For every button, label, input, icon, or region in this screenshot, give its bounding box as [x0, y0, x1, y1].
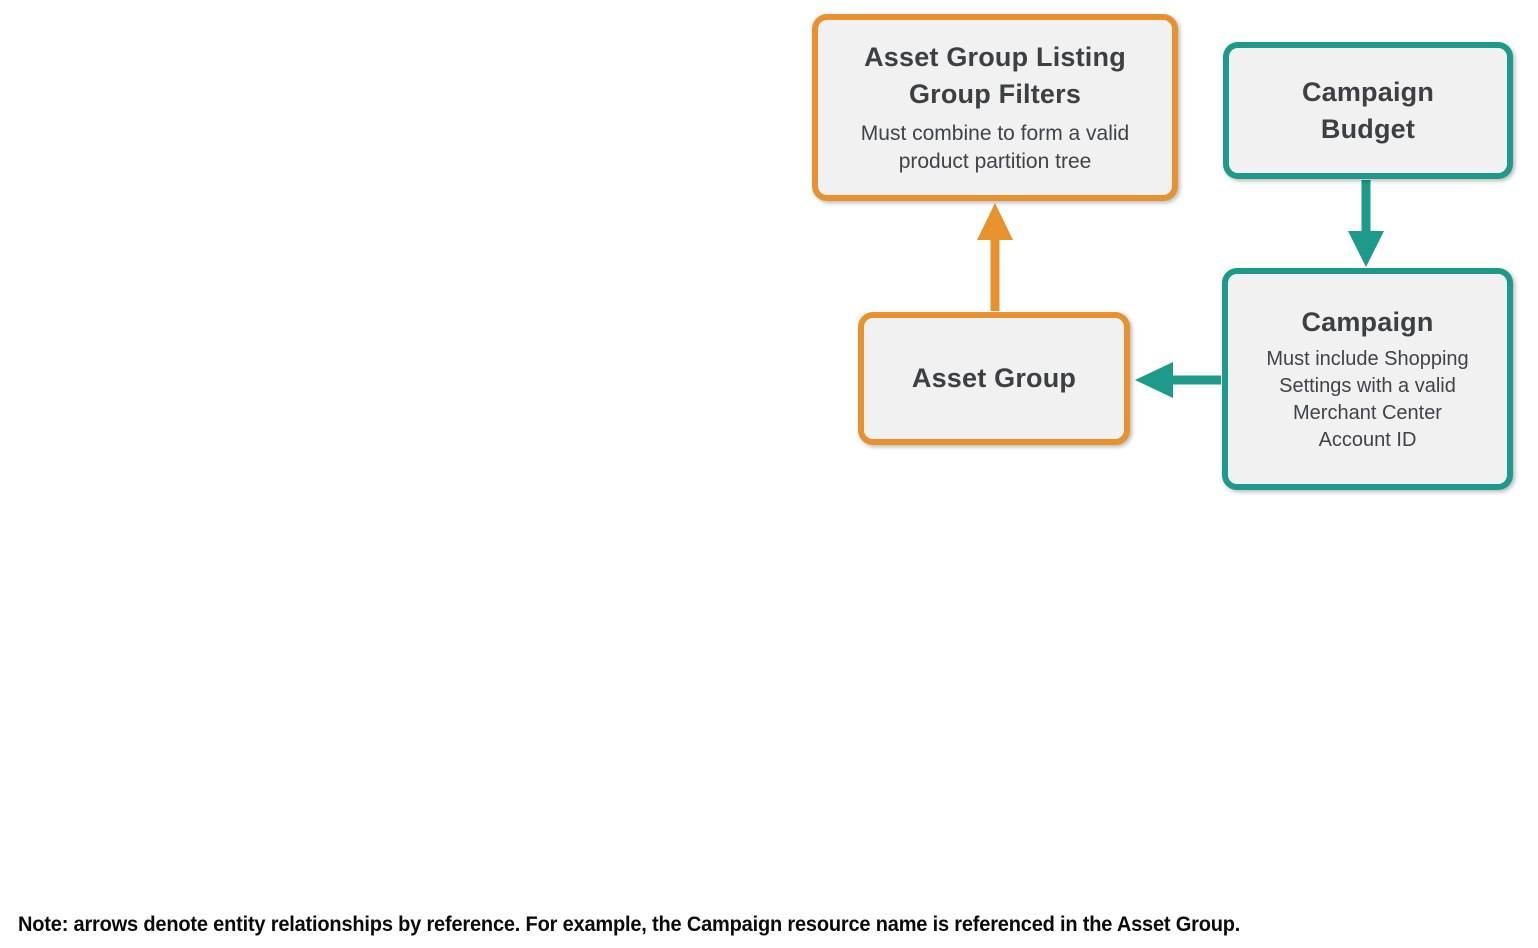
- node-subtitle: Must combine to form a valid product par…: [860, 122, 1130, 173]
- node-asset-group: Asset Group: [858, 312, 1130, 445]
- arrow-campaign-budget-to-campaign: [1348, 180, 1384, 267]
- node-title: Campaign: [1301, 307, 1434, 337]
- arrow-campaign-to-asset-group: [1135, 362, 1221, 398]
- node-title: Campaign Budget: [1301, 76, 1435, 144]
- node-title: Asset Group: [911, 363, 1077, 393]
- footnote: Note: arrows denote entity relationships…: [18, 912, 1241, 936]
- node-campaign: Campaign Must include Shopping Settings …: [1222, 268, 1513, 490]
- node-subtitle: Must include Shopping Settings with a va…: [1266, 348, 1469, 451]
- arrow-asset-group-to-listing-group-filters: [977, 203, 1013, 311]
- node-title: Asset Group Listing Group Filters: [864, 42, 1126, 109]
- node-campaign-budget: Campaign Budget: [1223, 42, 1513, 179]
- node-asset-group-listing-group-filters: Asset Group Listing Group Filters Must c…: [812, 14, 1178, 201]
